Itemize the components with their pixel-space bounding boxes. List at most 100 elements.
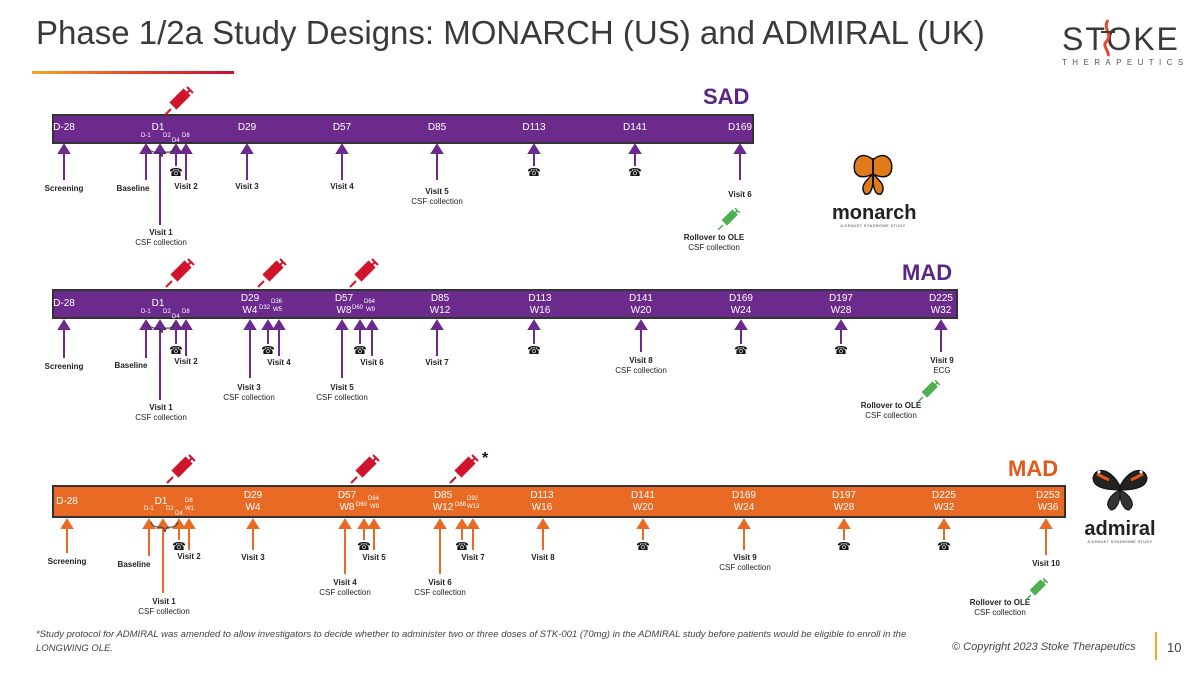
mad-monarch-note: Visit 2 [174,357,198,366]
mad-admiral-sub-tick: D-1 [144,506,154,512]
mad-admiral-note: Baseline [117,560,151,569]
syringe-icon [257,258,287,288]
sad-tick: D1 [151,122,165,133]
mad-admiral-sub-tick: D88 [455,502,467,508]
syringe-icon [350,454,380,484]
company-logo-sub: THERAPEUTICS [1062,58,1189,67]
mad-admiral-note: Screening [47,557,87,566]
company-logo-word: STOKE [1062,21,1180,57]
admiral-sub: A DRAVET SYNDROME STUDY [1087,539,1153,544]
mad-monarch-sub-tick: D-1 [141,309,151,315]
mad-admiral-sub-tick: D4 [175,511,183,517]
sad-tick: D141 [623,122,647,133]
page-number-divider [1155,632,1157,660]
phone-icon: ☎ [261,345,275,357]
mad-monarch-tick: D-28 [53,298,75,309]
footnote: *Study protocol for ADMIRAL was amended … [36,629,907,654]
phone-icon: ☎ [357,541,371,553]
syringe-icon [349,258,379,288]
mad-monarch-label: MAD [902,260,953,285]
title-underline [32,71,234,74]
phone-icon: ☎ [734,345,748,357]
mad-admiral-sub-tick: D60 [356,502,368,508]
sad-note: Visit 3 [235,182,259,191]
phone-icon: ☎ [169,167,183,179]
sad-label: SAD [703,84,750,109]
phone-icon: ☎ [169,345,183,357]
mad-admiral-note: Visit 3 [241,553,265,562]
syringe-icon [166,454,196,484]
mad-admiral-sub-tick: D92 [467,496,479,502]
page-number: 10 [1167,640,1182,655]
admiral-name: admiral [1084,518,1156,540]
sad-note: Screening [44,184,84,193]
mad-monarch-sub-tick: D8 [182,309,190,315]
mad-monarch-sub-tick: D60 [352,305,364,311]
syringe-icon [164,86,194,116]
mad-monarch-tick: D1 [151,298,165,309]
mad-admiral-label: MAD [1008,456,1059,481]
mad-admiral-note: Visit 10 [1032,559,1060,568]
mad-monarch-sub-tick: D2 [163,309,171,315]
sad-note: Visit 6 [728,190,752,199]
mad-monarch-note: Baseline [114,361,148,370]
mad-monarch-sub-tick: D36 [271,299,283,305]
mad-monarch-note: Visit 4 [267,358,291,367]
phone-icon: ☎ [455,541,469,553]
sad-sub-tick: D4 [172,138,180,144]
phone-icon: ☎ [172,541,186,553]
mad-monarch-timeline-bar [52,289,958,319]
phone-icon: ☎ [527,345,541,357]
mad-admiral-sub-tick: W9 [370,504,379,510]
mad-admiral-sub-tick: D64 [368,496,380,502]
phone-icon: ☎ [837,541,851,553]
sad-sub-tick: D-1 [141,133,151,139]
syringe-green-icon [717,207,741,231]
sad-tick: D85 [427,122,447,133]
mad-monarch-sub-tick: D64 [364,299,376,305]
mad-monarch-note: Visit 7 [425,358,449,367]
syringe-icon [449,454,479,484]
mad-admiral-note: Visit 2 [177,552,201,561]
phone-icon: ☎ [527,167,541,179]
mad-monarch-sub-tick: D32 [259,305,271,311]
sad-note: Visit 2 [174,182,198,191]
mad-admiral-note: Visit 7 [461,553,485,562]
syringe-icon [165,258,195,288]
sad-sub-tick: D2 [163,133,171,139]
sad-note: Visit 4 [330,182,354,191]
phone-icon: ☎ [834,345,848,357]
phone-icon: ☎ [353,345,367,357]
mad-admiral-note: Visit 8 [531,553,555,562]
mad-admiral-note: Visit 5 [362,553,386,562]
monarch-logo: monarch A DRAVET SYNDROME STUDY [832,152,916,228]
butterfly-icon [1092,470,1148,511]
flame-icon [1101,19,1115,57]
mad-admiral-sub-tick: W1 [185,506,194,512]
admiral-logo: admiral A DRAVET SYNDROME STUDY [1084,464,1156,544]
